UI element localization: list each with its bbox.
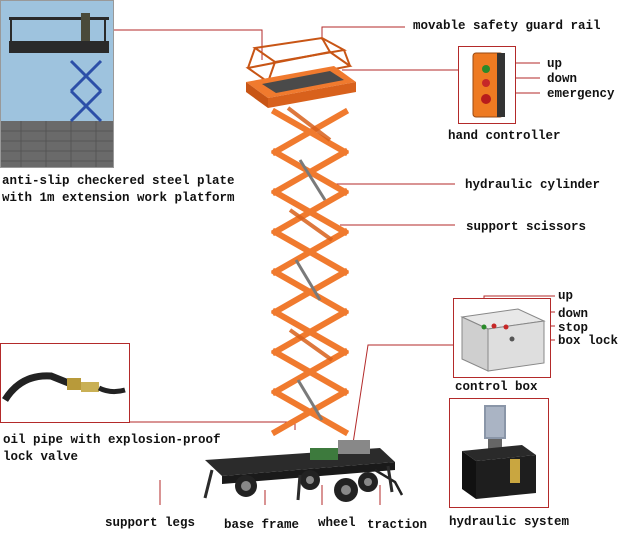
label-support-legs: support legs bbox=[105, 516, 196, 530]
control-box-panel bbox=[453, 298, 551, 378]
label-down1: down bbox=[547, 72, 578, 86]
label-traction: traction bbox=[367, 518, 428, 532]
label-stop: stop bbox=[558, 321, 589, 335]
label-emergency: emergency bbox=[547, 87, 615, 101]
platform-photo bbox=[1, 1, 113, 167]
hydraulic-cylinders bbox=[294, 159, 327, 421]
platform-photo-panel bbox=[0, 0, 114, 168]
label-hand-controller: hand controller bbox=[448, 129, 561, 143]
label-hydraulic-system: hydraulic system bbox=[449, 515, 570, 529]
scissor-arms bbox=[270, 107, 350, 437]
label-hydraulic-cylinder: hydraulic cylinder bbox=[465, 178, 601, 192]
hydraulic-system-panel bbox=[449, 398, 549, 508]
support-legs bbox=[203, 465, 394, 501]
control-box bbox=[460, 308, 546, 372]
scissor-arms-back bbox=[286, 106, 334, 362]
wheels bbox=[235, 470, 378, 502]
hand-controller-panel bbox=[458, 46, 516, 124]
label-oil-pipe-line1: oil pipe with explosion-proof bbox=[3, 433, 221, 447]
platform-deck bbox=[246, 66, 356, 108]
hydraulic-system bbox=[462, 405, 536, 499]
label-up1: up bbox=[547, 57, 563, 71]
label-up2: up bbox=[558, 289, 574, 303]
label-platform-line1: anti-slip checkered steel plate bbox=[2, 174, 235, 188]
guard-rail bbox=[245, 36, 353, 84]
leader-platform bbox=[112, 29, 263, 60]
leader-oil-pipe bbox=[130, 421, 296, 430]
label-platform-line2: with 1m extension work platform bbox=[2, 191, 235, 205]
label-base-frame: base frame bbox=[224, 518, 300, 532]
leader-guard-rail bbox=[321, 26, 405, 40]
label-box-lock: box lock bbox=[558, 334, 619, 348]
label-support-scissors: support scissors bbox=[466, 220, 587, 234]
label-oil-pipe-line2: lock valve bbox=[3, 450, 79, 464]
oil-pipe-photo bbox=[2, 372, 126, 402]
oil-pipe-panel bbox=[0, 343, 130, 423]
label-wheel: wheel bbox=[318, 516, 356, 530]
hand-controller bbox=[472, 52, 505, 118]
label-control-box: control box bbox=[455, 380, 538, 394]
label-down2: down bbox=[558, 307, 589, 321]
label-guard-rail: movable safety guard rail bbox=[413, 19, 601, 33]
leader-control-box bbox=[351, 344, 455, 451]
